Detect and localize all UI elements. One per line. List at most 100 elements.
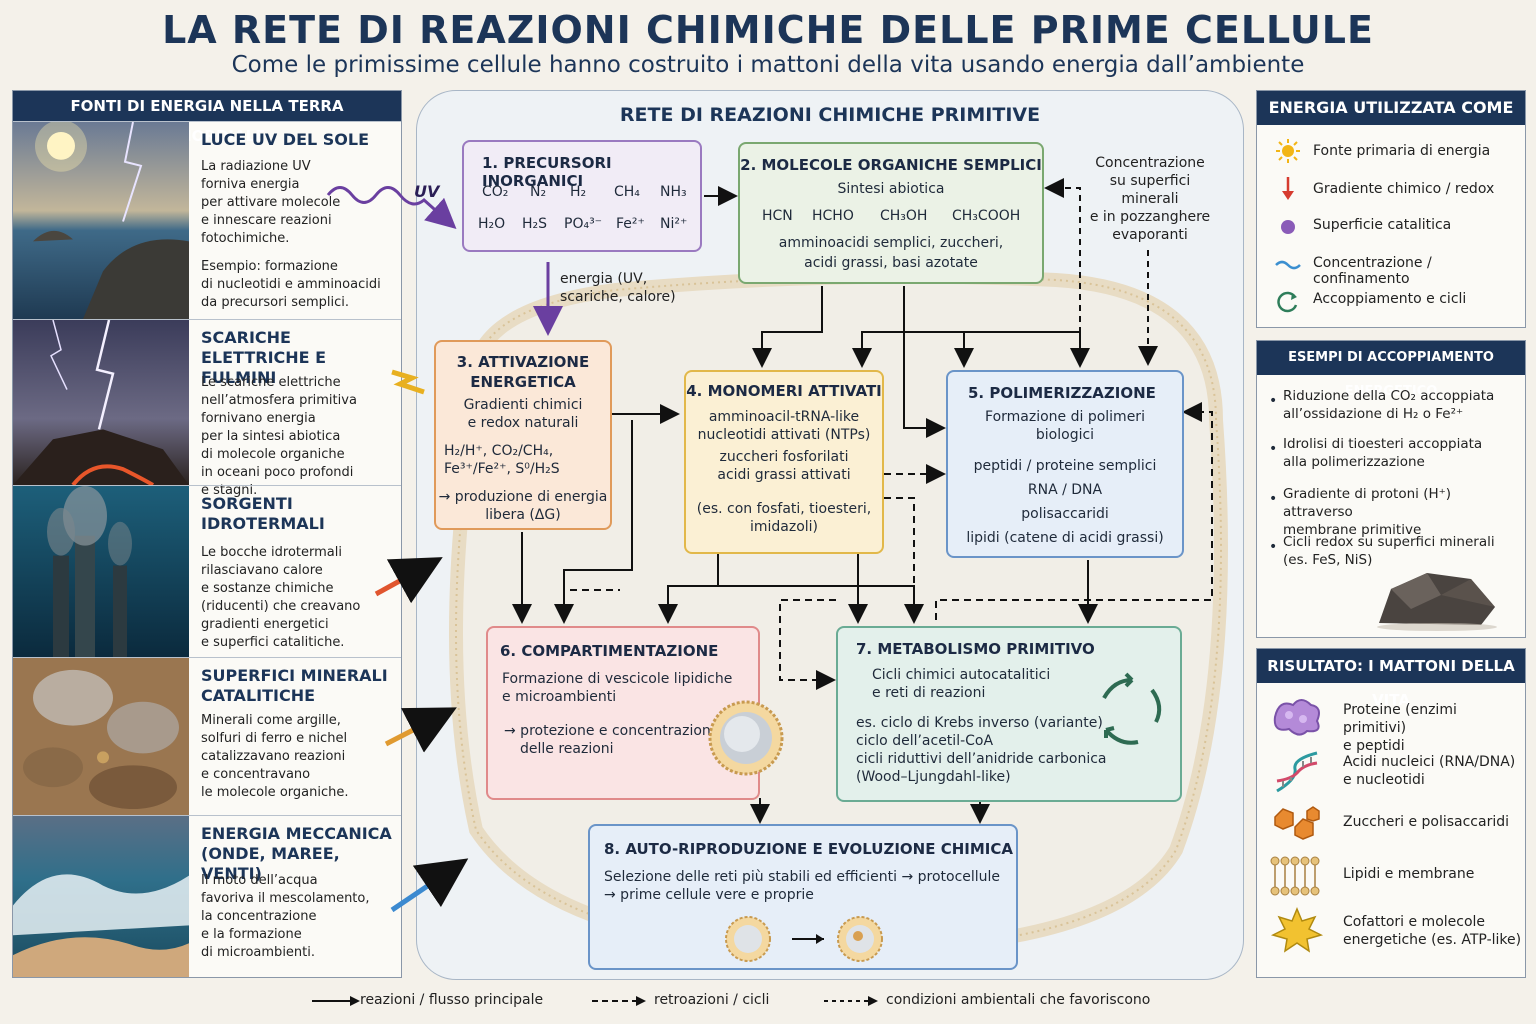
legend-catalytic: Superficie catalitica bbox=[1313, 217, 1452, 233]
coupling-examples-panel: ESEMPI DI ACCOPPIAMENTO ENERGETICO Riduz… bbox=[1256, 340, 1526, 638]
box7-examples: es. ciclo di Krebs inverso (variante)cic… bbox=[856, 715, 1107, 785]
bullet: • bbox=[1269, 441, 1278, 457]
protein-icon bbox=[1273, 699, 1320, 736]
protocell-division-icon bbox=[725, 916, 883, 962]
legend-primary-energy: Fonte primaria di energia bbox=[1313, 143, 1491, 159]
energy-legend-panel: ENERGIA UTILIZZATA COME Fonte primaria d… bbox=[1256, 90, 1526, 328]
uv-label: UV bbox=[414, 182, 440, 201]
cycle-icon bbox=[1277, 291, 1298, 313]
source-hydrothermal: SORGENTI IDROTERMALI Le bocche idroterma… bbox=[13, 485, 401, 657]
box1-mol: CH₄ bbox=[614, 184, 640, 200]
box1-mol: NH₃ bbox=[660, 184, 687, 200]
source-minerals: SUPERFICI MINERALI CATALITICHE Minerali … bbox=[13, 657, 401, 815]
page-title: LA RETE DI REAZIONI CHIMICHE DELLE PRIME… bbox=[162, 8, 1374, 52]
box1-mol: PO₄³⁻ bbox=[564, 216, 603, 232]
hydrothermal-vent-image bbox=[13, 486, 189, 657]
box1-mol: Ni²⁺ bbox=[660, 216, 688, 232]
box-self-reproduction: 8. AUTO-RIPRODUZIONE E EVOLUZIONE CHIMIC… bbox=[588, 824, 1018, 970]
box-primitive-metabolism: 7. METABOLISMO PRIMITIVO Cicli chimici a… bbox=[836, 626, 1182, 802]
building-blocks-header: RISULTATO: I MATTONI DELLA VITA bbox=[1257, 649, 1525, 709]
dna-icon bbox=[1276, 751, 1318, 793]
box7-title: 7. METABOLISMO PRIMITIVO bbox=[856, 640, 1095, 658]
wave-icon bbox=[1275, 260, 1301, 270]
box6-title: 6. COMPARTIMENTAZIONE bbox=[500, 642, 719, 660]
result-lipids: Lipidi e membrane bbox=[1343, 866, 1475, 882]
box-activated-monomers: 4. MONOMERI ATTIVATI amminoacil-tRNA-lik… bbox=[684, 370, 884, 554]
box-compartmentalization: 6. COMPARTIMENTAZIONE Formazione di vesc… bbox=[486, 626, 784, 800]
box2-mol: CH₃COOH bbox=[952, 208, 1021, 224]
box1-mol: N₂ bbox=[530, 184, 547, 200]
source-mechanical: ENERGIA MECCANICA (ONDE, MAREE, VENTI) I… bbox=[13, 815, 401, 977]
source-lightning: SCARICHE ELETTRICHE E FULMINI Le scarich… bbox=[13, 319, 401, 498]
box4-note: (es. con fosfati, tioesteri,imidazoli) bbox=[696, 501, 872, 535]
box8-title: 8. AUTO-RIPRODUZIONE E EVOLUZIONE CHIMIC… bbox=[604, 840, 1013, 858]
box2-line: acidi grassi, basi azotate bbox=[804, 255, 978, 271]
line-legend bbox=[312, 996, 878, 1006]
box1-mol: H₂S bbox=[522, 216, 548, 232]
energy-legend-header: ENERGIA UTILIZZATA COME bbox=[1257, 91, 1525, 125]
coupling-examples-header: ESEMPI DI ACCOPPIAMENTO ENERGETICO bbox=[1257, 341, 1525, 399]
energy-sources-header: FONTI DI ENERGIA NELLA TERRA PRIMORDIALE bbox=[13, 91, 401, 145]
bullet: • bbox=[1269, 491, 1278, 507]
source-minerals-title: SUPERFICI MINERALI CATALITICHE bbox=[201, 666, 388, 705]
bullet: • bbox=[1269, 539, 1278, 555]
box-inorganic-precursors: 1. PRECURSORI INORGANICI CO₂ N₂ H₂ CH₄ N… bbox=[462, 140, 702, 252]
cycle-arrows-icon bbox=[1102, 672, 1162, 745]
box2-mol: CH₃OH bbox=[880, 208, 928, 224]
vesicle-icon bbox=[708, 700, 784, 776]
ocean-waves-image bbox=[13, 816, 189, 977]
source-lightning-title: SCARICHE ELETTRICHE E FULMINI bbox=[201, 328, 327, 387]
lipid-icon bbox=[1270, 856, 1320, 896]
coupling-example: Cicli redox su superfici minerali(es. Fe… bbox=[1283, 534, 1495, 568]
source-uv-title: LUCE UV DEL SOLE bbox=[201, 130, 370, 149]
box1-mol: H₂O bbox=[478, 216, 506, 232]
legend-cycles: Accoppiamento e cicli bbox=[1313, 291, 1467, 307]
energy-note: energia (UV,scariche, calore) bbox=[560, 271, 676, 305]
network-title: RETE DI REAZIONI CHIMICHE PRIMITIVE bbox=[619, 104, 1041, 126]
box1-mol: H₂ bbox=[570, 184, 587, 200]
legend-concentration: Concentrazione / confinamento bbox=[1313, 255, 1432, 287]
source-minerals-text: Minerali come argille,solfuri di ferro e… bbox=[201, 713, 349, 800]
box1-mol: Fe²⁺ bbox=[616, 216, 645, 232]
uv-sun-image bbox=[13, 122, 189, 319]
bullet: • bbox=[1269, 393, 1278, 409]
mineral-rock-icon bbox=[1377, 573, 1497, 631]
box2-title: 2. MOLECOLE ORGANICHE SEMPLICI bbox=[740, 156, 1042, 174]
page-subtitle: Come le primissime cellule hanno costrui… bbox=[231, 52, 1305, 78]
box3-couples: H₂/H⁺, CO₂/CH₄,Fe³⁺/Fe²⁺, S⁰/H₂S bbox=[444, 443, 560, 477]
sun-icon bbox=[1276, 139, 1300, 163]
sugar-icon bbox=[1274, 806, 1320, 840]
box2-subtitle: Sintesi abiotica bbox=[837, 181, 945, 197]
energy-sources-panel: FONTI DI ENERGIA NELLA TERRA PRIMORDIALE… bbox=[12, 90, 402, 978]
legend-main-flow: reazioni / flusso principale bbox=[360, 992, 544, 1008]
legend-gradient: Gradiente chimico / redox bbox=[1313, 181, 1495, 197]
result-proteins: Proteine (enzimi primitivi)e peptidi bbox=[1343, 702, 1457, 754]
building-blocks-panel: RISULTATO: I MATTONI DELLA VITA Proteine… bbox=[1256, 648, 1526, 978]
box1-mol: CO₂ bbox=[482, 184, 509, 200]
box2-mol: HCN bbox=[762, 208, 793, 224]
box5-title: 5. POLIMERIZZAZIONE bbox=[968, 384, 1156, 402]
legend-feedback: retroazioni / cicli bbox=[654, 992, 770, 1008]
source-mechanical-title: ENERGIA MECCANICA (ONDE, MAREE, VENTI) bbox=[201, 824, 392, 883]
box4-title: 4. MONOMERI ATTIVATI bbox=[686, 382, 882, 400]
result-sugars: Zuccheri e polisaccaridi bbox=[1343, 814, 1510, 830]
box8-lines: Selezione delle reti più stabili ed effi… bbox=[604, 869, 1001, 903]
